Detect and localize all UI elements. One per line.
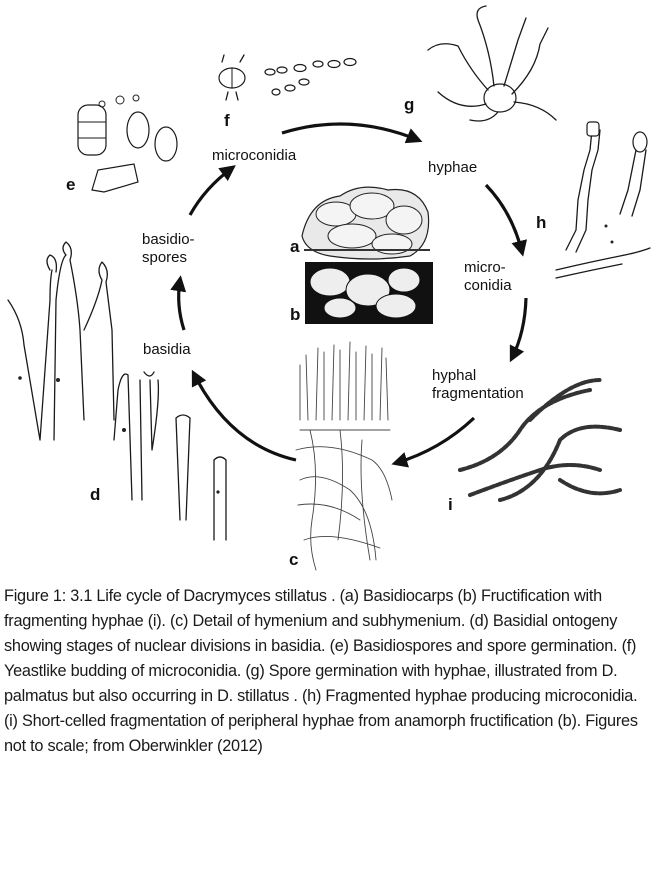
panel-e-basidiospores [78,95,177,192]
figure-caption: Figure 1: 3.1 Life cycle of Dacrymyces s… [4,584,654,759]
panel-g-hyphae [428,6,556,121]
life-cycle-diagram: microconidia hyphae micro- conidia hypha… [0,0,660,580]
label-basidiospores-line1: basidio- [142,231,195,248]
panel-letter-b: b [290,305,300,324]
label-microconidia-right-line2: conidia [464,277,512,294]
panel-letter-e: e [66,175,75,194]
label-microconidia-top: microconidia [212,147,297,164]
arrow-microconidia-to-fragmentation [512,298,526,358]
label-hyphae: hyphae [428,159,477,176]
panel-letter-g: g [404,95,414,114]
label-hyphal-fragmentation-line2: fragmentation [432,385,524,402]
arrow-microconidia-to-hyphae [282,124,418,140]
arrow-hyphae-to-microconidia [486,185,522,252]
arrow-basidia-to-basidiospores [179,280,184,330]
panel-letter-h: h [536,213,546,232]
panel-a-basidiocarps [302,187,430,259]
arrow-basidiospores-to-microconidia [190,168,232,215]
label-hyphal-fragmentation-line1: hyphal [432,367,476,384]
panel-letter-d: d [90,485,100,504]
panel-letter-c: c [289,550,298,569]
panel-d-basidia [8,242,226,540]
arrow-fragmentation-to-hymenium [396,418,474,463]
panel-h-fragmented-hyphae [556,122,650,278]
label-basidiospores-line2: spores [142,249,187,266]
arrow-hymenium-to-basidia [194,374,296,460]
panel-letter-a: a [290,237,300,256]
label-basidiospores: basidio- spores [142,231,199,266]
panel-letter-i: i [448,495,453,514]
label-hyphal-fragmentation: hyphal fragmentation [432,367,524,402]
panel-b-fructification [305,262,433,324]
panel-letter-f: f [224,111,230,130]
label-microconidia-right: micro- conidia [464,259,512,294]
panel-c-hymenium [296,342,392,570]
panel-f-microconidia [219,55,356,100]
label-basidia: basidia [143,341,191,358]
label-microconidia-right-line1: micro- [464,259,506,276]
